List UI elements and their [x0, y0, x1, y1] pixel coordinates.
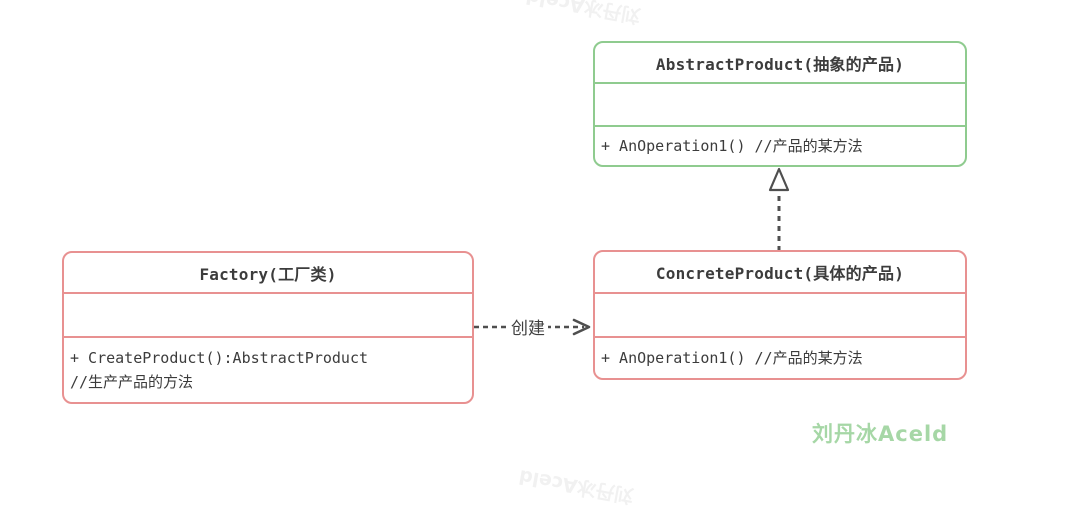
class-concrete-product-title: ConcreteProduct(具体的产品): [655, 264, 905, 283]
faint-watermark-top: 刘丹冰Aceld: [524, 0, 643, 27]
class-concrete-product: ConcreteProduct(具体的产品) + AnOperation1() …: [593, 250, 967, 380]
class-concrete-product-attributes-section: [595, 292, 965, 336]
dependency-label: 创建: [508, 314, 548, 339]
class-factory-methods-section: + CreateProduct():AbstractProduct //生产产品…: [64, 336, 472, 402]
class-abstract-product-methods-section: + AnOperation1() //产品的某方法: [595, 125, 965, 165]
class-abstract-product-title: AbstractProduct(抽象的产品): [655, 54, 905, 74]
class-factory-attributes-section: [64, 292, 472, 336]
method-anoperation1: + AnOperation1() //产品的某方法: [601, 137, 863, 155]
class-abstract-product: AbstractProduct(抽象的产品) + AnOperation1() …: [593, 41, 967, 167]
class-concrete-product-methods-section: + AnOperation1() //产品的某方法: [595, 336, 965, 378]
realization-arrow: [768, 167, 790, 251]
method-createproduct-comment: //生产产品的方法: [70, 373, 194, 391]
method-createproduct: + CreateProduct():AbstractProduct: [70, 349, 369, 367]
class-factory: Factory(工厂类) + CreateProduct():AbstractP…: [62, 251, 474, 404]
class-abstract-product-attributes-section: [595, 82, 965, 125]
method-anoperation1: + AnOperation1() //产品的某方法: [601, 349, 863, 367]
author-watermark: 刘丹冰Aceld: [812, 422, 949, 446]
class-factory-title: Factory(工厂类): [199, 264, 337, 284]
faint-watermark-bottom: 刘丹冰Aceld: [517, 465, 636, 507]
